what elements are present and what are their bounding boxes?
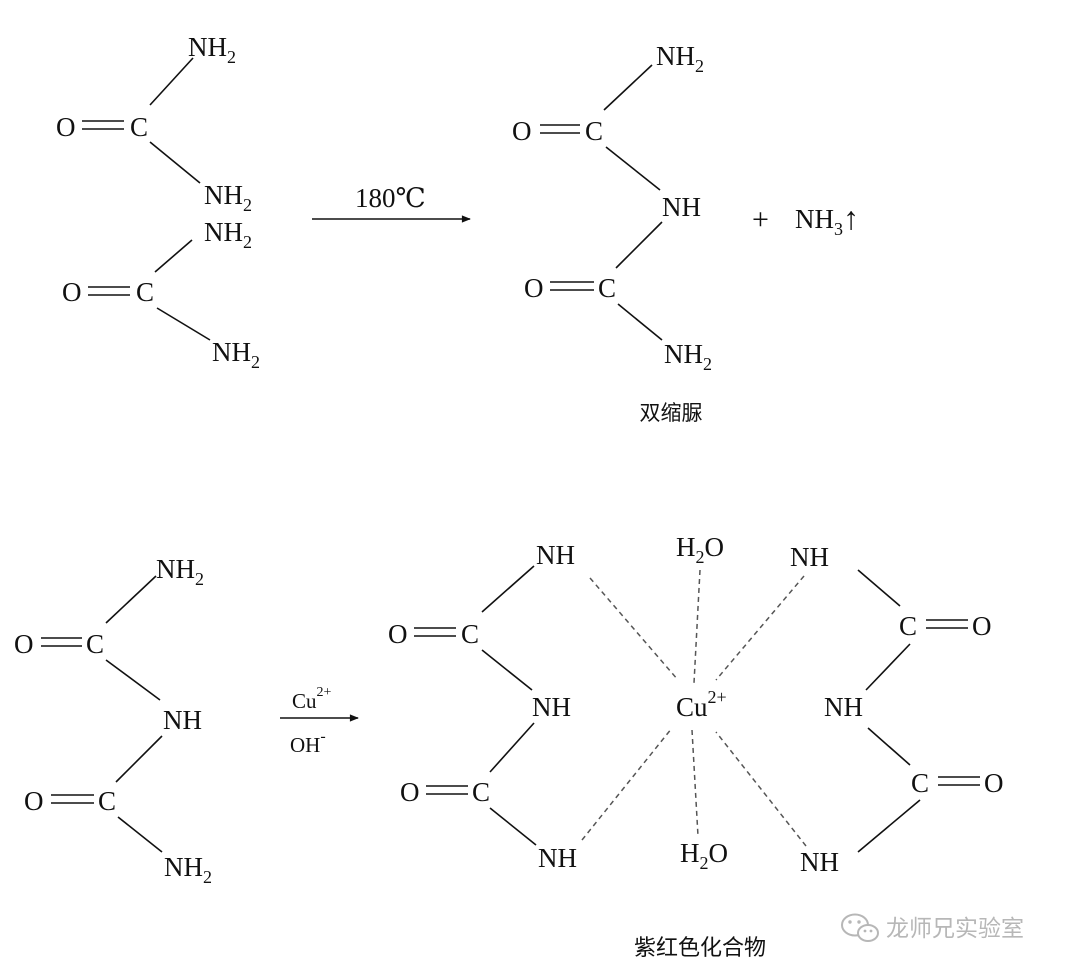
left-oxygen-bottom: O <box>400 777 420 807</box>
single-bond <box>115 735 163 783</box>
copper-ion: Cu2+ <box>676 687 727 722</box>
coordination-bond <box>693 569 701 684</box>
right-oxygen-top: O <box>972 611 992 641</box>
wechat-icon <box>841 913 879 942</box>
single-bond <box>857 799 921 853</box>
left-nh-bridge: NH <box>532 692 571 722</box>
biuret-amine-top: NH2 <box>656 41 704 76</box>
plus-sign: + <box>752 203 769 236</box>
single-bond <box>615 221 663 269</box>
single-bond <box>105 659 161 701</box>
reaction2-reagent: Cu2+ <box>292 685 332 713</box>
single-bond <box>489 722 535 773</box>
biuret-product: NH2 O C NH O C NH2 双缩脲 <box>512 41 712 425</box>
single-bond <box>605 146 661 191</box>
single-bond <box>867 727 911 766</box>
reactant-carbon-bottom: C <box>98 786 116 816</box>
urea-molecule-1: NH2 O C NH2 <box>56 32 252 215</box>
urea-molecule-2: NH2 O C NH2 <box>62 217 260 372</box>
left-carbon-top: C <box>461 619 479 649</box>
reaction1-arrow-group: 180℃ <box>312 183 471 223</box>
single-bond <box>603 64 653 111</box>
right-nh-bridge: NH <box>824 692 863 722</box>
biuret-oxygen-top: O <box>512 116 532 146</box>
right-nh-bottom: NH <box>800 847 839 877</box>
single-bond <box>481 649 533 691</box>
reactant-amine-bottom: NH2 <box>164 852 212 887</box>
reactant-amine-top: NH2 <box>156 554 204 589</box>
complex-name: 紫红色化合物 <box>634 936 766 961</box>
single-bond <box>489 807 537 846</box>
left-nh-bottom: NH <box>538 843 577 873</box>
reaction2-arrow-group: Cu2+ OH- <box>280 685 359 757</box>
reactant-oxygen-top: O <box>14 629 34 659</box>
left-carbon-bottom: C <box>472 777 490 807</box>
biuret-amine-bottom: NH2 <box>664 339 712 374</box>
biuret-carbon-top: C <box>585 116 603 146</box>
urea2-carbon: C <box>136 277 154 307</box>
water-bottom: H2O <box>680 838 728 873</box>
urea1-amine-bottom: NH2 <box>204 180 252 215</box>
urea2-oxygen: O <box>62 277 82 307</box>
single-bond <box>617 303 663 341</box>
biuret-reactant: NH2 O C NH O C NH2 <box>14 554 212 887</box>
coordination-bond <box>715 575 805 681</box>
right-oxygen-bottom: O <box>984 768 1004 798</box>
right-nh-top: NH <box>790 542 829 572</box>
water-top: H2O <box>676 532 724 567</box>
single-bond <box>857 569 901 607</box>
biuret-bridge-nh: NH <box>662 192 701 222</box>
watermark: 龙师兄实验室 <box>841 913 1024 942</box>
coordination-bond <box>589 577 679 681</box>
left-nh-top: NH <box>536 540 575 570</box>
urea1-amine-top: NH2 <box>188 32 236 67</box>
biuret-carbon-bottom: C <box>598 273 616 303</box>
right-carbon-top: C <box>899 611 917 641</box>
copper-complex: NH O C NH O C NH H2O Cu2+ H2O NH C O NH … <box>388 532 1004 961</box>
single-bond <box>149 57 194 106</box>
ammonia-byproduct: NH3↑ <box>795 200 859 239</box>
urea2-amine-bottom: NH2 <box>212 337 260 372</box>
single-bond <box>156 307 211 341</box>
coordination-bond <box>715 731 807 847</box>
coordination-bond <box>691 729 699 837</box>
single-bond <box>481 565 535 613</box>
watermark-text: 龙师兄实验室 <box>886 916 1024 942</box>
coordination-bond <box>581 727 673 841</box>
single-bond <box>154 239 193 273</box>
reaction2-condition: OH- <box>290 728 326 757</box>
single-bond <box>149 141 201 184</box>
single-bond <box>117 816 163 853</box>
reaction1-condition: 180℃ <box>355 183 426 213</box>
reactant-oxygen-bottom: O <box>24 786 44 816</box>
biuret-oxygen-bottom: O <box>524 273 544 303</box>
urea1-oxygen: O <box>56 112 76 142</box>
left-oxygen-top: O <box>388 619 408 649</box>
biuret-name: 双缩脲 <box>640 401 703 425</box>
urea1-carbon: C <box>130 112 148 142</box>
single-bond <box>105 575 157 624</box>
urea2-amine-top: NH2 <box>204 217 252 252</box>
right-carbon-bottom: C <box>911 768 929 798</box>
reactant-carbon-top: C <box>86 629 104 659</box>
reactant-bridge-nh: NH <box>163 705 202 735</box>
single-bond <box>865 643 911 691</box>
